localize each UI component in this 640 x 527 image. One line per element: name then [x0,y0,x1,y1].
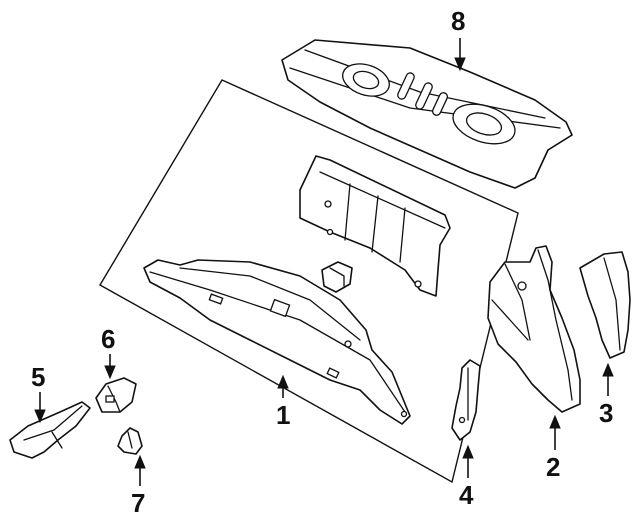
callout-8: 8 [451,6,465,36]
leader-7 [134,454,146,486]
callout-7: 7 [131,488,145,518]
callout-3: 3 [599,398,613,428]
package-shelf-part-8 [281,39,573,189]
rear-body-panel-part-1 [143,259,411,425]
leader-3 [602,362,614,396]
callout-2: 2 [546,452,560,482]
small-bracket-part-1 [321,261,353,293]
leader-8 [454,38,466,72]
clip-part-7 [117,427,143,455]
bracket-part-6 [95,377,137,413]
group-frame [99,79,519,484]
callout-1: 1 [276,400,290,430]
leader-5 [34,392,46,424]
callout-6: 6 [101,324,115,354]
callout-5: 5 [31,362,45,392]
leader-6 [104,354,116,380]
quarter-extension-part-3 [579,251,631,359]
quarter-inner-panel-part-2 [487,245,581,413]
leader-2 [549,414,561,450]
gusset-part-5 [9,401,91,459]
bracket-part-4 [451,359,481,441]
panel-bracket-part-1-upper [299,155,451,297]
leader-1 [277,374,289,398]
callout-4: 4 [459,480,474,510]
leader-4 [462,444,474,478]
